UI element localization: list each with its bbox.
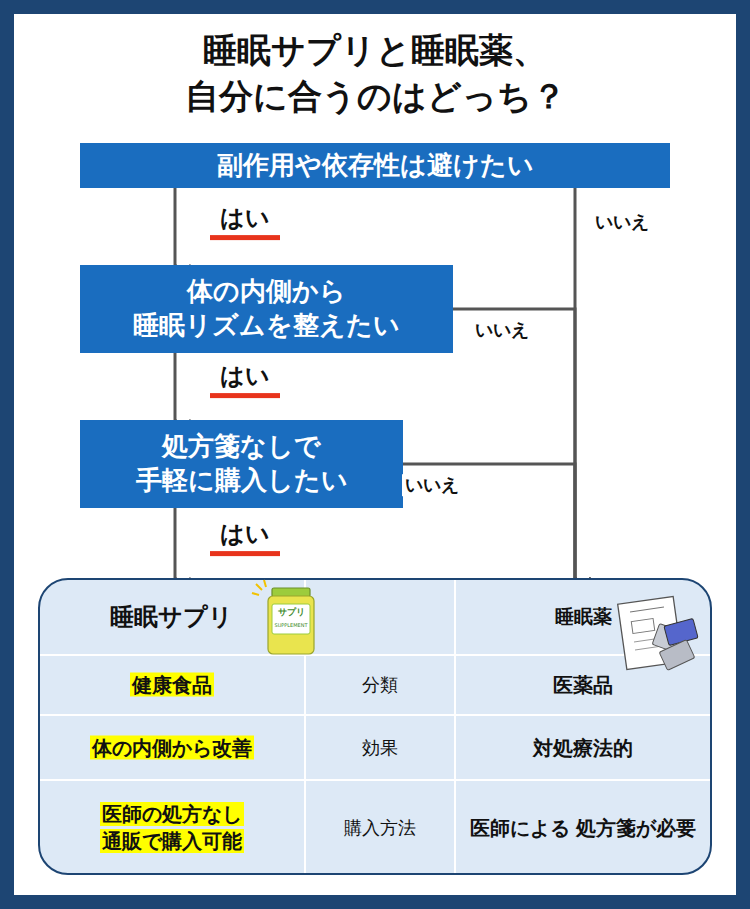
bottle-text: SUPPLEMENT	[274, 622, 307, 628]
flow-connector	[174, 188, 177, 265]
table-cell-wrap: 対処療法的	[463, 735, 703, 762]
title-text: 睡眠サプリと睡眠薬、 自分に合うのはどっち？	[75, 28, 675, 120]
bottle-text-wrap: SUPPLEMENT	[271, 622, 311, 629]
node-text: 睡眠薬	[555, 604, 612, 630]
table-cell: 医薬品	[553, 673, 613, 697]
row-heading: 分類	[362, 674, 398, 695]
supplement-bottle	[252, 580, 314, 654]
table-cell: 体の内側から改善	[90, 736, 254, 760]
flow-connector	[403, 464, 575, 578]
table-cell-wrap: 医薬品	[463, 672, 703, 699]
flow-connector	[174, 353, 177, 420]
row-heading-wrap: 購入方法	[310, 816, 450, 840]
table-grid	[40, 580, 710, 873]
table-cell-wrap: 医師の処方なし 通販で購入可能	[47, 801, 297, 855]
table-cell-wrap: 体の内側から改善	[42, 735, 302, 762]
table-cell-wrap: 健康食品	[47, 672, 297, 699]
bottle-text: サプリ	[278, 607, 305, 617]
yes-label: はい	[210, 204, 280, 240]
row-heading-wrap: 効果	[310, 736, 450, 760]
yes-label: はい	[210, 520, 280, 556]
question-box: 体の内側から 睡眠リズムを整えたい	[80, 265, 453, 353]
flow-connector	[453, 309, 575, 578]
table-cell-wrap: 医師による 処方箋が必要	[463, 815, 703, 842]
node-text: 処方箋なしで 手軽に購入したい	[80, 430, 403, 498]
header-cell: 睡眠サプリ	[38, 578, 305, 655]
prescription-icon	[618, 596, 698, 670]
node-text: 体の内側から 睡眠リズムを整えたい	[80, 275, 453, 343]
row-heading: 購入方法	[344, 817, 416, 838]
node-text: 睡眠サプリ	[110, 601, 233, 633]
no-label: いいえ	[472, 319, 532, 341]
question-band: 副作用や依存性は避けたい	[80, 143, 670, 188]
flow-connector	[174, 508, 177, 578]
row-heading-wrap: 分類	[310, 673, 450, 697]
header-cell: 睡眠薬	[455, 578, 712, 655]
no-label: いいえ	[592, 211, 652, 233]
table-cell: 健康食品	[130, 673, 214, 697]
row-heading: 効果	[362, 737, 398, 758]
yes-label: はい	[210, 362, 280, 398]
bottle-text-wrap: サプリ	[271, 606, 311, 618]
question-box: 処方箋なしで 手軽に購入したい	[80, 420, 403, 508]
table-cell: 医師による 処方箋が必要	[470, 816, 697, 840]
table-cell: 医師の処方なし 通販で購入可能	[100, 802, 244, 853]
node-text: 副作用や依存性は避けたい	[217, 149, 534, 183]
no-label: いいえ	[402, 474, 462, 496]
table-cell: 対処療法的	[533, 736, 633, 760]
